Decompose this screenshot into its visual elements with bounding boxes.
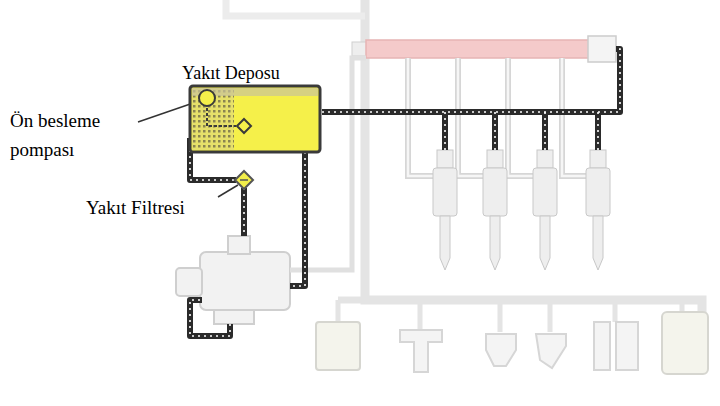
sensor bbox=[486, 334, 516, 366]
leader-line bbox=[218, 185, 238, 197]
fuel-line bbox=[190, 49, 620, 336]
injector-head bbox=[537, 150, 553, 168]
injector bbox=[483, 150, 507, 270]
control-unit bbox=[662, 312, 708, 374]
injector-nozzle bbox=[440, 216, 450, 270]
fuel-line-dots bbox=[190, 49, 620, 336]
strainer-symbol bbox=[237, 119, 251, 133]
fuel-filter-mark bbox=[240, 179, 248, 181]
tank-body bbox=[190, 86, 320, 152]
frame-line bbox=[338, 297, 365, 304]
feed-pump-symbol bbox=[199, 90, 215, 106]
fuel-tank: Yakıt Deposu bbox=[178, 60, 324, 154]
sensor bbox=[616, 322, 638, 370]
fuel-filter bbox=[235, 171, 253, 189]
injector-nozzle bbox=[593, 216, 603, 270]
injector bbox=[433, 150, 457, 270]
pump-body bbox=[200, 252, 290, 310]
sensor bbox=[400, 330, 442, 372]
sensor bbox=[594, 322, 610, 370]
injector bbox=[533, 150, 557, 270]
injector bbox=[586, 150, 610, 270]
injector-body bbox=[433, 168, 457, 216]
part-label: Yakıt Filtresi bbox=[86, 193, 185, 222]
injector-body bbox=[533, 168, 557, 216]
pump-drive bbox=[176, 268, 202, 296]
injector-nozzle bbox=[540, 216, 550, 270]
injector-head bbox=[437, 150, 453, 168]
frame-line bbox=[365, 0, 702, 318]
tank-hatch bbox=[192, 88, 234, 150]
injector-body bbox=[483, 168, 507, 216]
pump-inlet bbox=[228, 236, 250, 254]
frame-line bbox=[226, 0, 365, 16]
common-rail bbox=[366, 40, 590, 58]
sensor bbox=[536, 334, 566, 368]
high-pressure-pipe bbox=[408, 58, 590, 176]
fuel-line-dark bbox=[190, 49, 620, 336]
injector-head bbox=[590, 150, 606, 168]
injector-head bbox=[487, 150, 503, 168]
node-title: Yakıt Deposu bbox=[178, 60, 284, 84]
part-label: Ön besleme pompası bbox=[10, 106, 134, 164]
sensor bbox=[316, 322, 360, 370]
high-pressure-pump bbox=[176, 236, 290, 324]
pressure-valve bbox=[588, 36, 616, 62]
injector-body bbox=[586, 168, 610, 216]
high-pressure-pipe bbox=[408, 58, 590, 176]
injector-nozzle bbox=[490, 216, 500, 270]
pump-base bbox=[214, 310, 254, 324]
